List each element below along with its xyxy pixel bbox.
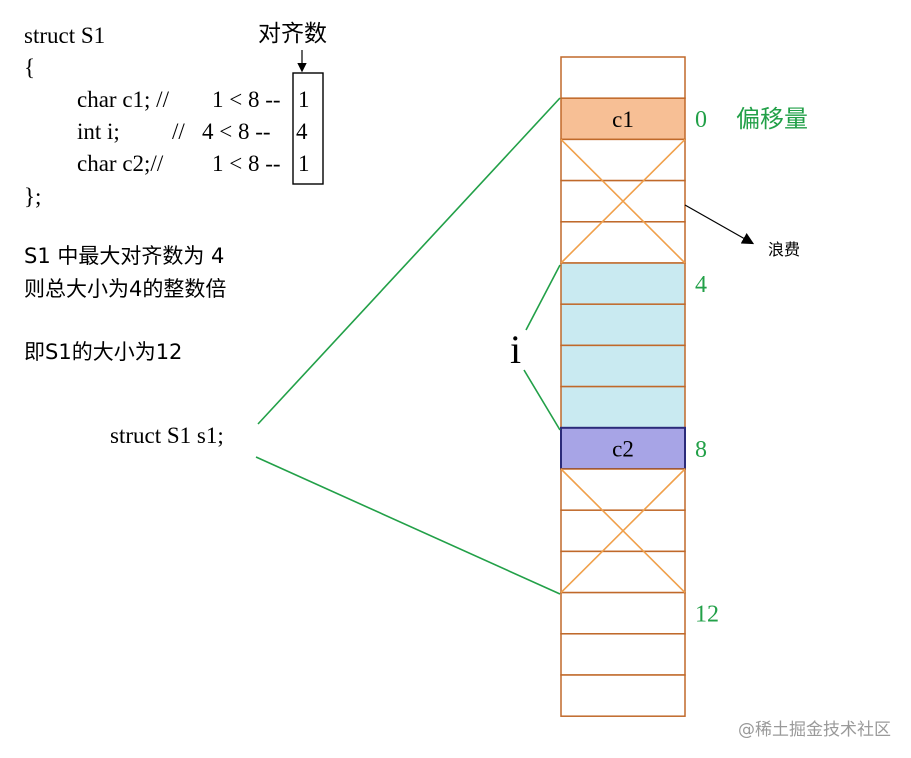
waste-cross-b [560, 468, 686, 594]
memory-layout [560, 56, 686, 717]
offset-label-0: 0 [695, 107, 707, 133]
connector-lines [255, 50, 755, 595]
code-line-1-cmp: 1 < 8 -- [212, 87, 281, 112]
struct-declaration: struct S1 s1; [110, 423, 224, 448]
note-max-align: S1 中最大对齐数为 4 [24, 244, 225, 268]
memory-cell-10 [560, 468, 686, 511]
memory-cell-6 [560, 303, 686, 347]
open-brace: { [24, 55, 36, 80]
code-line-3-text: char c2;// [77, 151, 164, 176]
code-line-2-text: int i; [77, 119, 120, 144]
int-top-line [525, 264, 561, 331]
struct-header: struct S1 [24, 23, 106, 48]
memory-cell-9 [560, 426, 686, 470]
int-bottom-line [523, 369, 561, 431]
close-brace: }; [24, 184, 42, 209]
waste-arrow [684, 204, 755, 245]
decl-top-line [257, 97, 561, 425]
code-line-2-cmp: // 4 < 8 -- [172, 119, 271, 144]
code-line-3-align: 1 [298, 151, 310, 176]
align-box [292, 72, 324, 185]
code-line-3-cmp: 1 < 8 -- [212, 151, 281, 176]
memory-cell-2 [560, 138, 686, 182]
code-line-2-align: 4 [296, 119, 308, 144]
offset-label-12: 12 [695, 602, 719, 628]
memory-cell-15 [560, 674, 686, 717]
decl-bottom-line [255, 456, 561, 595]
watermark: @稀土掘金技术社区 [738, 720, 891, 740]
memory-labels: c1 c2 0 4 8 12 [612, 107, 719, 628]
offset-label-4: 4 [695, 272, 707, 298]
memory-cell-1 [560, 97, 686, 141]
offset-label-8: 8 [695, 437, 707, 463]
memory-cell-14 [560, 633, 686, 676]
memory-cell-label-c1: c1 [612, 107, 634, 132]
memory-cell-4 [560, 221, 686, 264]
memory-cell-7 [560, 344, 686, 388]
memory-cell-12 [560, 550, 686, 594]
memory-cell-label-c2: c2 [612, 436, 634, 461]
code-line-1-align: 1 [298, 87, 310, 112]
memory-cell-8 [560, 385, 686, 429]
offset-title: 偏移量 [736, 105, 808, 133]
memory-cell-5 [560, 262, 686, 305]
memory-cell-0 [560, 56, 686, 99]
waste-cross-b [560, 138, 686, 264]
code-line-1-text: char c1; // [77, 87, 169, 112]
note-size: 即S1的大小为12 [24, 340, 183, 364]
align-title: 对齐数 [258, 21, 327, 47]
memory-cell-13 [560, 591, 686, 635]
int-member-label: i [510, 327, 522, 372]
note-multiple: 则总大小为4的整数倍 [24, 277, 227, 301]
waste-label: 浪费 [768, 240, 801, 259]
